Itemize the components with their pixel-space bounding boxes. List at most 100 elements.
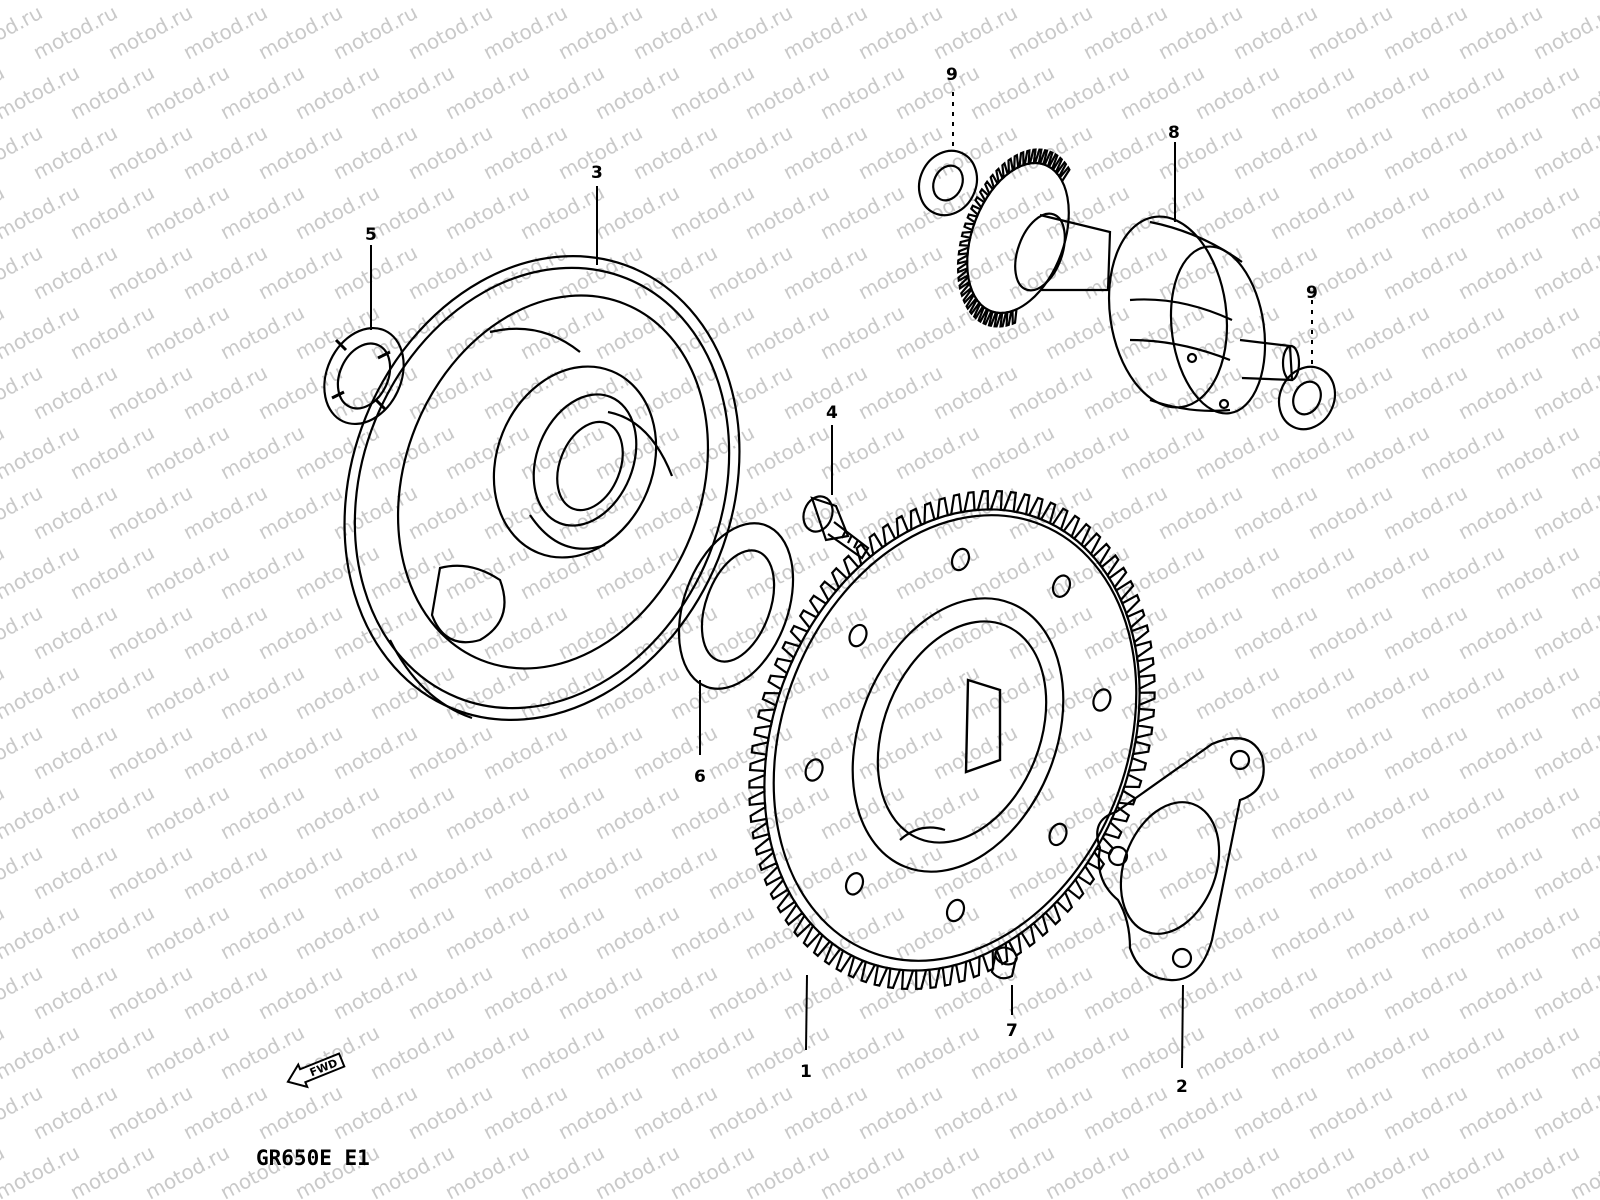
watermark-text: motod.ru xyxy=(816,300,908,364)
idle-gear-part-8 xyxy=(956,148,1301,415)
watermark-text: motod.ru xyxy=(666,780,758,844)
watermark-text: motod.ru xyxy=(179,480,271,544)
watermark-text: motod.ru xyxy=(1416,540,1508,604)
watermark-text: motod.ru xyxy=(704,960,796,1024)
watermark-text: motod.ru xyxy=(891,900,983,964)
watermark-text: motod.ru xyxy=(1416,420,1508,484)
watermark-text: motod.ru xyxy=(1191,1020,1283,1084)
watermark-text: motod.ru xyxy=(1304,600,1396,664)
watermark-text: motod.ru xyxy=(1079,240,1171,304)
watermark-text: motod.ru xyxy=(1416,660,1508,724)
bolt-hole xyxy=(804,758,824,782)
watermark-text: motod.ru xyxy=(816,420,908,484)
watermark-text: motod.ru xyxy=(1454,1080,1546,1144)
watermark-text: motod.ru xyxy=(891,540,983,604)
watermark-text: motod.ru xyxy=(1041,180,1133,244)
watermark-text: motod.ru xyxy=(1266,540,1358,604)
watermark-text: motod.ru xyxy=(1229,0,1321,64)
watermark-text: motod.ru xyxy=(29,1080,121,1144)
watermark-text: motod.ru xyxy=(29,120,121,184)
callout-4: 4 xyxy=(826,403,838,423)
watermark-text: motod.ru xyxy=(216,900,308,964)
watermark-text: motod.ru xyxy=(1079,960,1171,1024)
watermark-text: motod.ru xyxy=(479,0,571,64)
watermark-text: motod.ru xyxy=(854,0,946,64)
watermark-text: motod.ru xyxy=(66,420,158,484)
watermark-text: motod.ru xyxy=(441,900,533,964)
bolt-part-4 xyxy=(802,495,870,560)
watermark-text: motod.ru xyxy=(141,60,233,124)
watermark-text: motod.ru xyxy=(441,780,533,844)
watermark-text: motod.ru xyxy=(591,540,683,604)
watermark-text: motod.ru xyxy=(666,1020,758,1084)
watermark-text: motod.ru xyxy=(854,600,946,664)
watermark-text: motod.ru xyxy=(1304,840,1396,904)
watermark-text: motod.ru xyxy=(329,600,421,664)
bolt-hole xyxy=(1092,688,1112,712)
watermark-text: motod.ru xyxy=(1154,1080,1246,1144)
watermark-text: motod.ru xyxy=(741,0,833,4)
watermark-text: motod.ru xyxy=(1454,480,1546,544)
watermark-text: motod.ru xyxy=(891,0,983,4)
watermark-text: motod.ru xyxy=(1454,360,1546,424)
watermark-text: motod.ru xyxy=(329,480,421,544)
watermark-text: motod.ru xyxy=(929,1080,1021,1144)
watermark-text: motod.ru xyxy=(704,720,796,784)
watermark-text: motod.ru xyxy=(1266,0,1358,4)
watermark-text: motod.ru xyxy=(1454,960,1546,1024)
watermark-text: motod.ru xyxy=(0,540,83,604)
driven-gear-part-1 xyxy=(748,489,1156,991)
watermark-text: motod.ru xyxy=(29,720,121,784)
watermark-text: motod.ru xyxy=(1341,780,1433,844)
watermark-text: motod.ru xyxy=(0,660,83,724)
watermark-text: motod.ru xyxy=(816,0,908,4)
watermark-text: motod.ru xyxy=(1004,0,1096,64)
watermark-text: motod.ru xyxy=(66,300,158,364)
watermark-text: motod.ru xyxy=(1304,960,1396,1024)
watermark-text: motod.ru xyxy=(404,600,496,664)
watermark-text: motod.ru xyxy=(816,780,908,844)
watermark-text: motod.ru xyxy=(554,1080,646,1144)
watermark-text: motod.ru xyxy=(216,780,308,844)
bolt-hole xyxy=(1048,822,1068,847)
watermark-text: motod.ru xyxy=(1266,780,1358,844)
watermark-text: motod.ru xyxy=(816,60,908,124)
watermark-text: motod.ru xyxy=(516,900,608,964)
watermark-text: motod.ru xyxy=(1116,660,1208,724)
watermark-text: motod.ru xyxy=(441,60,533,124)
watermark-text: motod.ru xyxy=(29,0,121,64)
watermark-text: motod.ru xyxy=(1454,0,1546,64)
watermark-text: motod.ru xyxy=(404,120,496,184)
watermark-text: motod.ru xyxy=(1116,60,1208,124)
watermark-text: motod.ru xyxy=(591,180,683,244)
watermark-text: motod.ru xyxy=(1304,480,1396,544)
watermark-text: motod.ru xyxy=(816,1020,908,1084)
watermark-text: motod.ru xyxy=(1154,0,1246,64)
watermark-text: motod.ru xyxy=(1454,720,1546,784)
watermark-text: motod.ru xyxy=(629,1080,721,1144)
watermark-text: motod.ru xyxy=(291,420,383,484)
watermark-text: motod.ru xyxy=(1004,960,1096,1024)
watermark-text: motod.ru xyxy=(29,600,121,664)
watermark-text: motod.ru xyxy=(516,780,608,844)
watermark-text: motod.ru xyxy=(629,960,721,1024)
watermark-text: motod.ru xyxy=(891,60,983,124)
watermark-text: motod.ru xyxy=(1079,480,1171,544)
watermark-text: motod.ru xyxy=(554,840,646,904)
watermark-text: motod.ru xyxy=(329,960,421,1024)
watermark-text: motod.ru xyxy=(179,720,271,784)
watermark-text: motod.ru xyxy=(1304,120,1396,184)
watermark-text: motod.ru xyxy=(254,720,346,784)
watermark-text: motod.ru xyxy=(254,840,346,904)
watermark-text: motod.ru xyxy=(854,360,946,424)
watermark-text: motod.ru xyxy=(179,960,271,1024)
watermark-text: motod.ru xyxy=(291,60,383,124)
watermark-text: motod.ru xyxy=(1041,60,1133,124)
watermark-text: motod.ru xyxy=(1491,420,1583,484)
watermark-text: motod.ru xyxy=(629,480,721,544)
watermark-text: motod.ru xyxy=(0,900,83,964)
watermark-text: motod.ru xyxy=(1266,60,1358,124)
callout-7: 7 xyxy=(1006,1021,1018,1041)
washer-part-9-top xyxy=(917,149,979,217)
callout-6: 6 xyxy=(694,767,706,787)
